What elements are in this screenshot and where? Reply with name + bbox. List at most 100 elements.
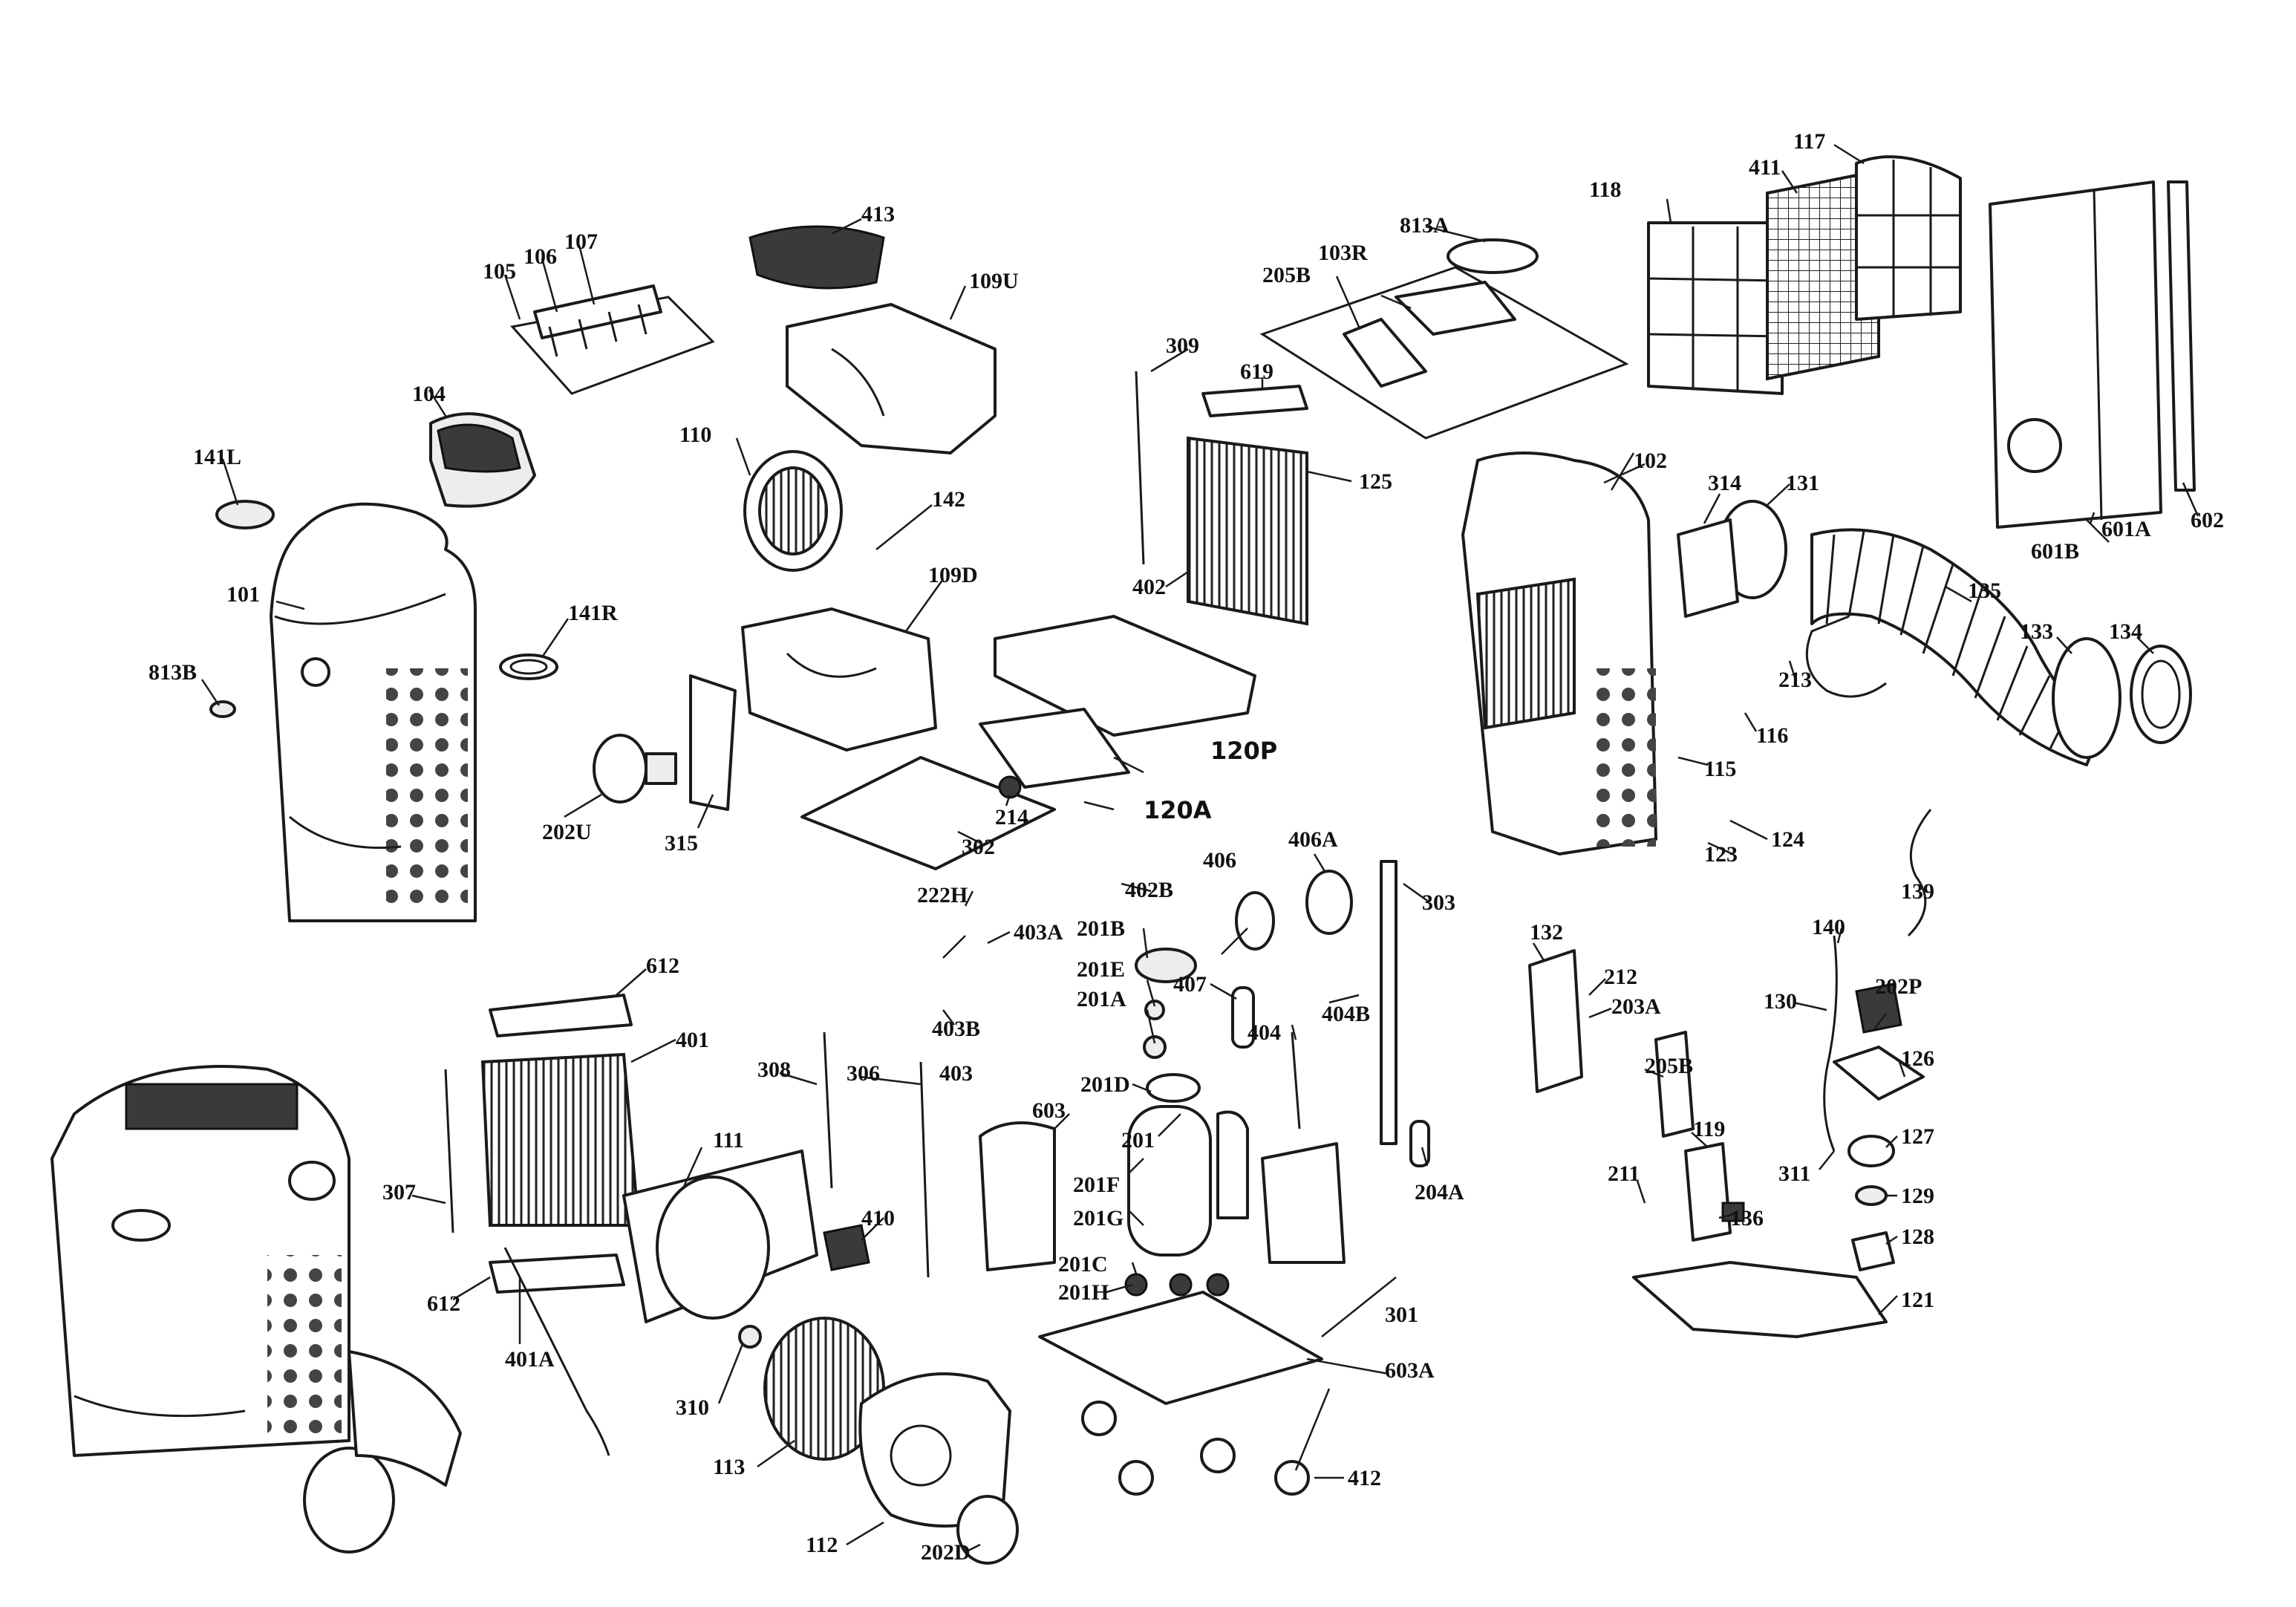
label-410: 410 [861, 1206, 895, 1230]
adapter-314 [1677, 518, 1739, 618]
ring-141R [499, 653, 558, 680]
label-612-top: 612 [646, 954, 679, 978]
label-406: 406 [1203, 848, 1236, 873]
knob-813B [209, 700, 236, 718]
label-201F: 201F [1073, 1173, 1120, 1197]
filter-frame-118 [1647, 221, 1784, 395]
bracket-315 [689, 674, 737, 811]
part-410 [823, 1224, 870, 1271]
label-118: 118 [1589, 177, 1621, 202]
pipe-303 [1380, 860, 1398, 1145]
rod-306 [919, 1061, 930, 1278]
label-204A: 204A [1415, 1180, 1464, 1205]
drain-tray-120P [994, 615, 1256, 737]
label-307: 307 [382, 1180, 416, 1205]
label-135: 135 [1968, 578, 2001, 603]
label-109U: 109U [969, 269, 1019, 293]
label-619: 619 [1240, 359, 1273, 384]
pump-parts-127-129 [1847, 1135, 1895, 1271]
scroll-111 [622, 1150, 818, 1323]
label-212: 212 [1604, 965, 1637, 989]
part-labels: 101 104 105 106 107 141L 141R 813B 413 1… [149, 129, 2224, 1565]
label-412: 412 [1348, 1466, 1381, 1490]
label-402: 402 [1132, 575, 1166, 599]
label-129: 129 [1901, 1184, 1934, 1208]
label-109D: 109D [928, 563, 978, 587]
label-202U: 202U [542, 820, 592, 844]
label-404: 404 [1248, 1020, 1281, 1045]
louver-assembly-105-107 [510, 284, 715, 395]
label-603A: 603A [1385, 1358, 1435, 1383]
knob-214 [998, 775, 1022, 799]
mesh-filter-411 [1766, 169, 1880, 381]
float-switch-119 [1684, 1142, 1745, 1242]
fan-wheel-110 [743, 450, 843, 572]
label-612-bottom: 612 [427, 1291, 460, 1316]
seal-612-top [489, 994, 633, 1037]
label-124: 124 [1771, 827, 1804, 852]
bushing-310 [738, 1325, 762, 1349]
label-112: 112 [806, 1533, 838, 1557]
label-201E: 201E [1077, 957, 1125, 982]
label-413: 413 [861, 202, 895, 226]
label-136: 136 [1730, 1206, 1764, 1230]
casters [1081, 1401, 1310, 1496]
filter-413 [749, 225, 885, 290]
label-102: 102 [1634, 449, 1667, 473]
label-406A: 406A [1288, 827, 1338, 852]
label-813B: 813B [149, 660, 197, 685]
control-panel-assembly [1259, 238, 1629, 440]
control-box-132 [1528, 949, 1583, 1093]
insulation-603A [1261, 1142, 1346, 1264]
window-panel-601 [1989, 180, 2162, 529]
label-401: 401 [676, 1028, 709, 1052]
label-126: 126 [1901, 1046, 1934, 1071]
seal-612-bottom [489, 1254, 625, 1294]
cable-139 [1907, 809, 1932, 937]
label-308: 308 [757, 1057, 791, 1082]
motor-202U [593, 734, 677, 804]
front-housing-101 [270, 502, 477, 922]
strip-120A [979, 708, 1130, 789]
label-134: 134 [2109, 619, 2142, 644]
label-202D: 202D [921, 1540, 971, 1565]
label-106: 106 [524, 244, 557, 269]
label-201D: 201D [1080, 1072, 1130, 1097]
rear-housing-102 [1461, 452, 1657, 855]
evaporator-402 [1187, 436, 1308, 626]
label-128: 128 [1901, 1225, 1934, 1249]
label-132: 132 [1530, 920, 1563, 945]
plate-126 [1833, 1046, 1925, 1101]
label-120P: 120P [1210, 737, 1277, 765]
label-402B: 402B [1125, 878, 1173, 902]
base-tray-301 [1038, 1291, 1323, 1405]
label-310: 310 [676, 1395, 709, 1420]
bracket-307 [444, 1069, 454, 1233]
label-222H: 222H [917, 883, 968, 907]
label-131: 131 [1786, 471, 1819, 495]
drier-407 [1231, 986, 1255, 1049]
label-601B: 601B [2031, 539, 2079, 564]
drain-tray-121 [1632, 1261, 1888, 1338]
label-314: 314 [1708, 471, 1741, 495]
label-403A: 403A [1014, 920, 1063, 945]
label-130: 130 [1764, 989, 1797, 1014]
label-309: 309 [1166, 333, 1199, 358]
coil-406 [1235, 870, 1353, 951]
label-315: 315 [665, 831, 698, 855]
base-plate-302 [800, 756, 1056, 870]
lower-housing-109D [741, 607, 937, 752]
upper-housing-109U [786, 303, 997, 454]
label-119: 119 [1693, 1117, 1725, 1141]
label-110: 110 [679, 423, 711, 447]
label-302: 302 [962, 835, 995, 859]
rod-308 [823, 1031, 833, 1189]
label-403B: 403B [932, 1017, 980, 1041]
leader-lines [200, 143, 2199, 1554]
label-141R: 141R [568, 601, 618, 625]
label-602: 602 [2191, 508, 2224, 532]
strip-619 [1201, 385, 1308, 417]
label-403: 403 [939, 1061, 973, 1086]
label-121: 121 [1901, 1288, 1934, 1312]
label-201C: 201C [1058, 1252, 1108, 1277]
